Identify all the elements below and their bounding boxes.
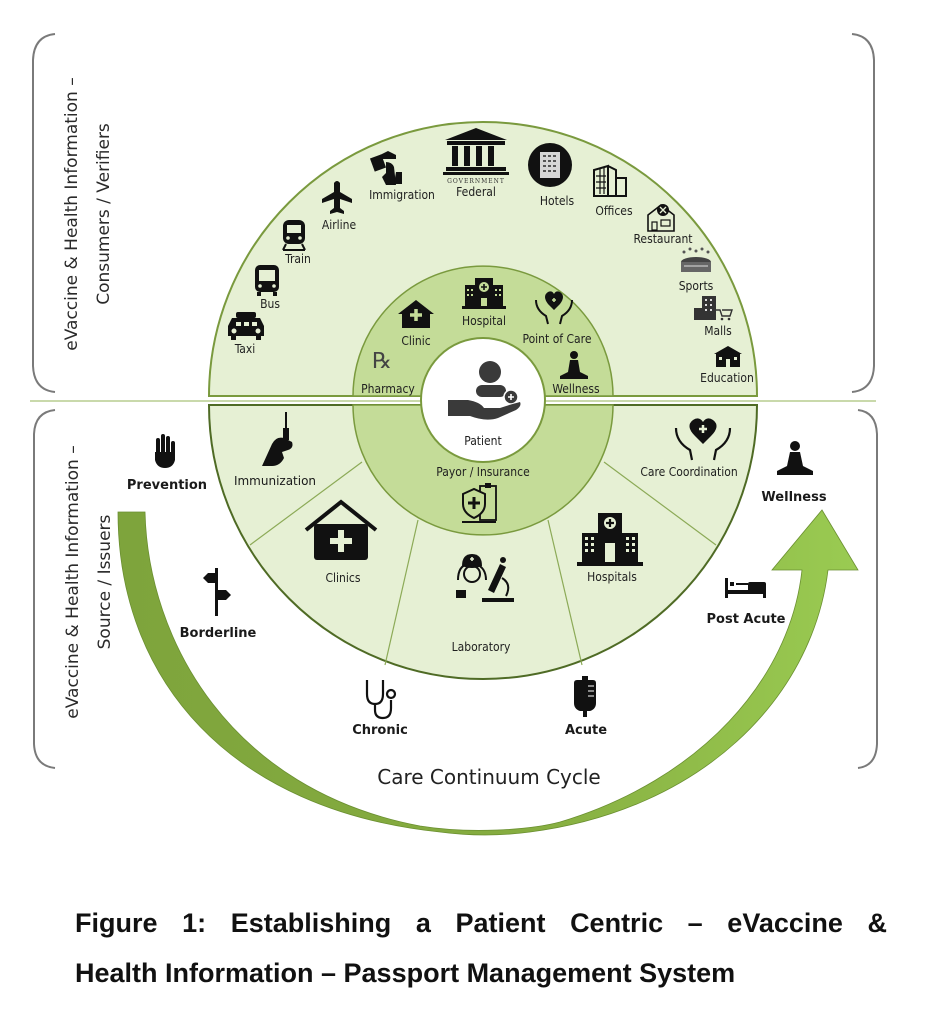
government-sublabel: GOVERNMENT xyxy=(447,178,505,185)
mall-icon xyxy=(694,296,733,321)
education-label: Education xyxy=(700,371,754,385)
bottom-side-label-line2: Source / Issuers xyxy=(95,514,115,649)
segment-dividers xyxy=(249,461,717,666)
clinic-label: Clinic xyxy=(401,334,430,348)
airplane-icon xyxy=(322,181,352,214)
bottom-side-label: eVaccine & Health Information – Source /… xyxy=(63,445,115,718)
caption-line-1: Figure 1: Establishing a Patient Centric… xyxy=(75,908,887,938)
hospital-icon xyxy=(577,513,643,566)
top-side-label-line2: Consumers / Verifiers xyxy=(94,123,114,305)
bracket-bottom-left xyxy=(33,409,56,769)
care-hands-icon xyxy=(674,418,732,461)
point-of-care-label: Point of Care xyxy=(523,332,592,346)
insurance-shield-icon xyxy=(462,483,497,523)
offices-label: Offices xyxy=(595,204,633,218)
train-icon xyxy=(282,220,306,251)
prevention-label: Prevention xyxy=(127,478,207,493)
hotel-icon xyxy=(528,143,572,187)
train-label: Train xyxy=(284,252,311,266)
bottom-side-label-line1: eVaccine & Health Information – xyxy=(63,445,83,718)
immunization-label: Immunization xyxy=(234,474,316,488)
stadium-icon xyxy=(681,247,711,272)
top-side-label: eVaccine & Health Information – Consumer… xyxy=(62,77,114,350)
immigration-label: Immigration xyxy=(369,188,435,202)
chronic-label: Chronic xyxy=(352,723,408,738)
stethoscope-icon xyxy=(365,680,397,720)
issuers-inner-ring xyxy=(352,404,614,536)
clinics-label: Clinics xyxy=(326,571,361,585)
hotels-label: Hotels xyxy=(540,194,575,208)
taxi-label: Taxi xyxy=(234,342,256,356)
restaurant-icon xyxy=(647,203,675,232)
iv-bag-icon xyxy=(574,676,596,717)
airline-label: Airline xyxy=(322,218,357,232)
payor-insurance-label: Payor / Insurance xyxy=(436,465,530,479)
post-acute-label: Post Acute xyxy=(707,612,786,627)
care-continuum-title: Care Continuum Cycle xyxy=(377,765,600,789)
care-hands-icon xyxy=(535,291,573,325)
meditation-icon xyxy=(560,351,588,379)
meditation-icon xyxy=(777,441,813,475)
patient-care-icon xyxy=(448,361,521,420)
bus-icon xyxy=(255,265,279,296)
hospital-bed-icon xyxy=(725,578,766,598)
bracket-bottom-right xyxy=(857,409,878,769)
figure-caption: Figure 1: Establishing a Patient Centric… xyxy=(75,898,887,998)
bus-label: Bus xyxy=(260,297,280,311)
wellness-label: Wellness xyxy=(761,490,826,505)
consumers-outer-ring xyxy=(207,121,759,397)
clinic-icon xyxy=(304,499,378,560)
immigration-officer-icon xyxy=(369,151,402,185)
rx-icon: ℞ xyxy=(372,349,392,374)
taxi-icon xyxy=(228,312,264,340)
clinic-icon xyxy=(398,300,434,328)
laboratory-label: Laboratory xyxy=(452,640,511,654)
government-building-icon xyxy=(443,128,509,175)
hospitals-label: Hospitals xyxy=(587,570,637,584)
svg-text:℞: ℞ xyxy=(372,349,392,374)
pharmacy-label: Pharmacy xyxy=(361,382,415,396)
bracket-top-right xyxy=(851,33,875,393)
signpost-icon xyxy=(203,568,231,616)
syringe-hand-icon xyxy=(262,412,293,466)
care-cycle-arrow xyxy=(117,509,859,836)
patient-circle xyxy=(420,337,546,463)
hospital-label: Hospital xyxy=(462,314,506,328)
restaurant-label: Restaurant xyxy=(633,232,692,246)
caption-line-2: Health Information – Passport Management… xyxy=(75,958,736,988)
hospital-icon xyxy=(462,278,506,309)
top-side-label-line1: eVaccine & Health Information – xyxy=(62,77,82,350)
federal-label: Federal xyxy=(456,185,496,199)
hand-stop-icon xyxy=(155,434,175,468)
school-icon xyxy=(714,346,742,367)
patient-label: Patient xyxy=(464,434,502,448)
bracket-top-left xyxy=(32,33,56,393)
lab-scientist-icon xyxy=(456,554,514,602)
office-building-icon xyxy=(593,164,627,197)
wellness-inner-label: Wellness xyxy=(552,382,600,396)
acute-label: Acute xyxy=(565,723,607,738)
care-coordination-label: Care Coordination xyxy=(640,465,737,479)
sports-label: Sports xyxy=(679,279,714,293)
malls-label: Malls xyxy=(704,324,732,338)
borderline-label: Borderline xyxy=(180,626,257,641)
